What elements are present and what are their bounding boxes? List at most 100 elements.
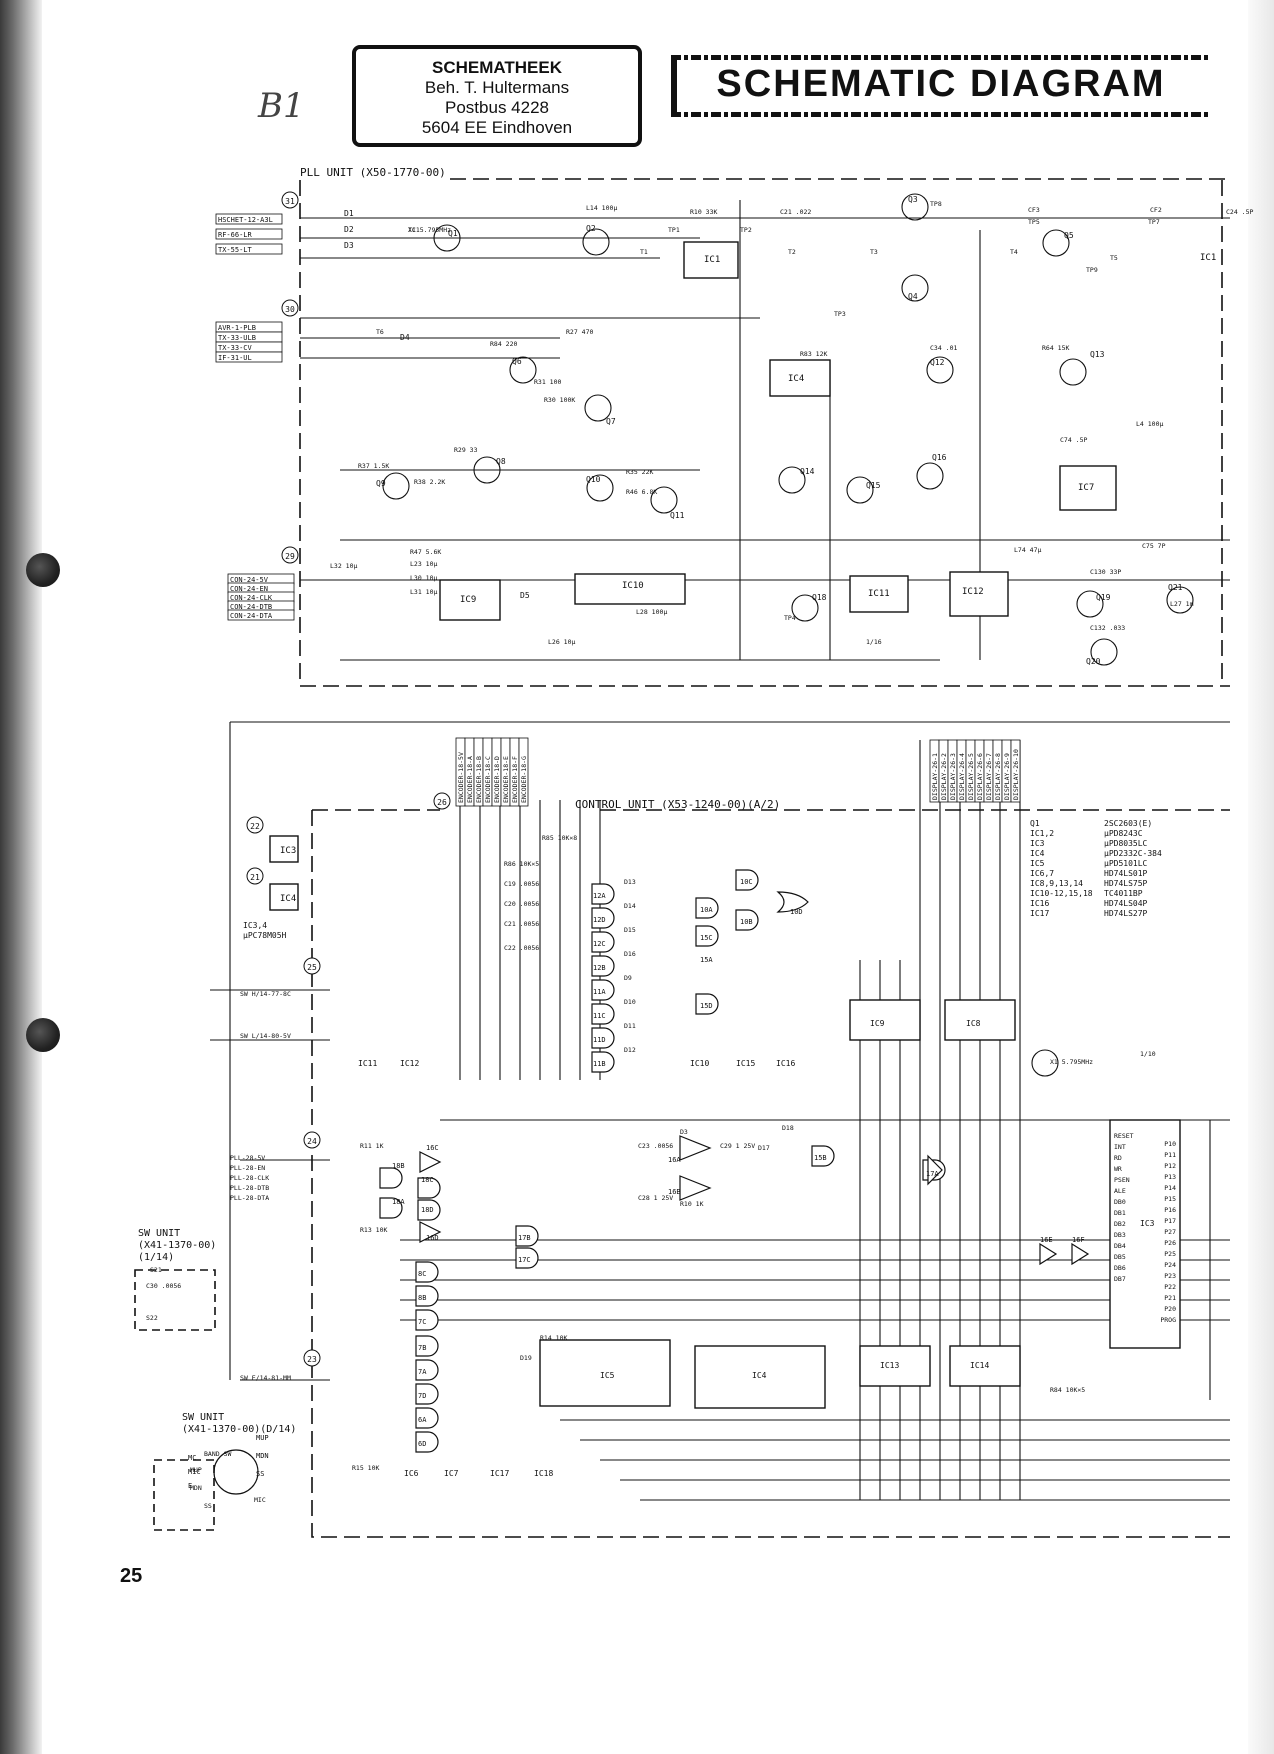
pll-diode-label: D3 [344, 241, 354, 250]
pll-component-label: L30 10μ [410, 574, 437, 582]
control-component-label: MUP [190, 1466, 202, 1474]
display-bus-label: DISPLAY-26-7 [985, 753, 993, 800]
display-bus-label: DISPLAY-26-1 [931, 753, 939, 800]
pll-component-label: R38 2.2K [414, 478, 445, 486]
pll-component-label: T5 [1110, 254, 1118, 262]
pll-component-label: L32 10μ [330, 562, 357, 570]
control-ic-label: IC8 [966, 1019, 981, 1028]
ic3-pin-label: DB1 [1114, 1209, 1126, 1217]
pll-ic-label: IC12 [962, 587, 984, 597]
sw-unit-1-title: (1/14) [138, 1252, 174, 1263]
pll-ic-label: IC4 [788, 374, 804, 384]
control-sw-connector-label: PLL-28-CLK [230, 1174, 269, 1182]
parts-list-ref: IC8,9,13,14 [1030, 879, 1083, 888]
pll-component-label: T6 [376, 328, 384, 336]
connector-29-pin-label: CON-24-DTB [230, 603, 272, 611]
pll-component-label: X1 5.795MHz [408, 226, 451, 234]
connector-number-badge [303, 1349, 321, 1367]
encoder-bus-label: ENCODER-18-A [466, 756, 474, 803]
display-bus-label: DISPLAY-26-8 [994, 753, 1002, 800]
pll-component-label: CF2 [1150, 206, 1162, 214]
pll-transistor-label: Q16 [932, 453, 947, 462]
ic3-pin-label: P11 [1164, 1151, 1176, 1159]
control-gate-label: 16E [1040, 1236, 1053, 1244]
title-left-bar [671, 55, 677, 117]
pll-transistor-label: Q20 [1086, 657, 1101, 666]
control-gate-label: 15D [700, 1002, 713, 1010]
schematic-wiring [210, 200, 1230, 1501]
control-gate-label: 18C [421, 1176, 434, 1184]
control-component-label: R10 1K [680, 1200, 704, 1208]
control-gate-label: 16C [426, 1144, 439, 1152]
connector-31-pin-label-box [215, 228, 283, 240]
title-banner: SCHEMATIC DIAGRAM [671, 55, 1211, 117]
control-gate-label: 11A [593, 988, 606, 996]
pll-transistor-label: Q14 [800, 467, 815, 476]
connector-number-badge [281, 191, 299, 209]
ic3-pin-label: P26 [1164, 1239, 1176, 1247]
pll-component-label: L27 1m [1170, 600, 1194, 608]
control-component-label: D9 [624, 974, 632, 982]
pll-transistor-label: Q4 [908, 292, 918, 301]
control-component-label: R86 10K×5 [504, 860, 539, 868]
pll-component-label: C132 .033 [1090, 624, 1125, 632]
control-gate-label: 10D [790, 908, 803, 916]
control-gate-label: 11D [593, 1036, 606, 1044]
pll-ic-label: IC9 [460, 595, 476, 605]
control-gate-label: 12D [593, 916, 606, 924]
page-title: SCHEMATIC DIAGRAM [716, 63, 1166, 105]
connector-number: 24 [307, 1137, 317, 1146]
connector-30-pin-label: TX-33-CV [218, 344, 253, 352]
sw-unit-1-title: SW UNIT [138, 1228, 180, 1239]
parts-list-part: μPD2332C-384 [1104, 849, 1162, 858]
parts-list-ref: IC16 [1030, 899, 1049, 908]
ic3-pin-label: DB3 [1114, 1231, 1126, 1239]
regulator-note: IC3,4 [243, 921, 267, 930]
control-gate-label: 8B [418, 1294, 426, 1302]
control-component-label: R85 10K×8 [542, 834, 577, 842]
ic3-pin-label: P21 [1164, 1294, 1176, 1302]
ic3-pin-label: DB7 [1114, 1275, 1126, 1283]
pll-transistor-label: Q9 [376, 479, 386, 488]
pll-component-label: TP1 [668, 226, 680, 234]
control-ic-label: IC9 [870, 1019, 885, 1028]
control-component-label: MIC [254, 1496, 266, 1504]
parts-list-ref: IC4 [1030, 849, 1045, 858]
pll-ic-label: IC7 [1078, 483, 1094, 493]
parts-list-ref: IC3 [1030, 839, 1045, 848]
control-component-label: S21 [150, 1266, 162, 1274]
control-sw-connector-label: SW H/14-77-8C [240, 990, 291, 998]
pll-component-label: R31 100 [534, 378, 561, 386]
connector-number: 23 [307, 1355, 317, 1364]
scan-edge-strip [0, 0, 42, 1754]
parts-list-part: TC4011BP [1104, 889, 1143, 898]
control-gate-label: 12C [593, 940, 606, 948]
control-component-label: S22 [146, 1314, 158, 1322]
connector-number: 29 [285, 552, 295, 561]
encoder-bus-label: ENCODER-18-F [511, 756, 519, 803]
control-component-label: D3 [680, 1128, 688, 1136]
logic-gates [379, 869, 1090, 1453]
control-gate-label: 16F [1072, 1236, 1085, 1244]
pll-diode-label: D1 [344, 209, 354, 218]
control-component-label: D11 [624, 1022, 636, 1030]
ic3-pin-label: DB5 [1114, 1253, 1126, 1261]
display-bus-label: DISPLAY-26-2 [940, 753, 948, 800]
control-gate-label: 18D [421, 1206, 434, 1214]
stamp-line-1: SCHEMATHEEK [431, 58, 563, 77]
ic3-pin-label: P27 [1164, 1228, 1176, 1236]
display-bus-label: DISPLAY-26-9 [1003, 753, 1011, 800]
pll-ic-label: IC1 [1200, 253, 1216, 263]
parts-list-part: HD74LS04P [1104, 899, 1148, 908]
stamp-line-3: Postbus 4228 [445, 98, 549, 117]
control-sw-connector-label: SW E/14-81-MM [240, 1374, 291, 1382]
connector-number-badge [281, 546, 299, 564]
pll-component-label: TC1 [408, 226, 420, 234]
control-gate-label: 10C [740, 878, 753, 886]
ic3-pin-label: P20 [1164, 1305, 1176, 1313]
control-gate-label: 16D [426, 1234, 439, 1242]
control-gate-label: 11B [593, 1060, 606, 1068]
connector-31-pin-label: RF-66-LR [218, 231, 253, 239]
control-component-label: C28 1 25V [638, 1194, 673, 1202]
